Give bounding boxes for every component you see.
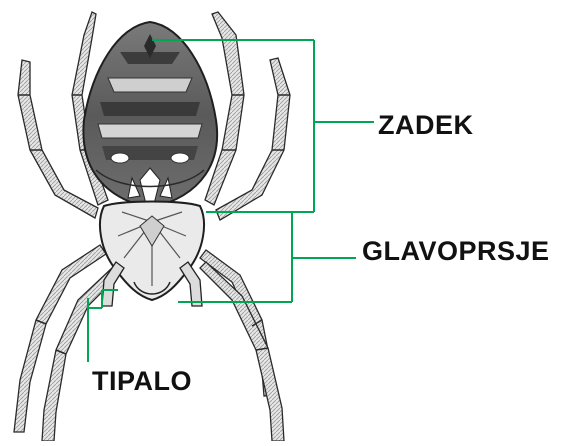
label-abdomen: ZADEK (378, 110, 474, 141)
label-cephalothorax: GLAVOPRSJE (362, 236, 550, 267)
spider-cephalothorax (100, 202, 204, 301)
spider-abdomen (83, 22, 217, 208)
label-pedipalp: TIPALO (92, 366, 192, 397)
